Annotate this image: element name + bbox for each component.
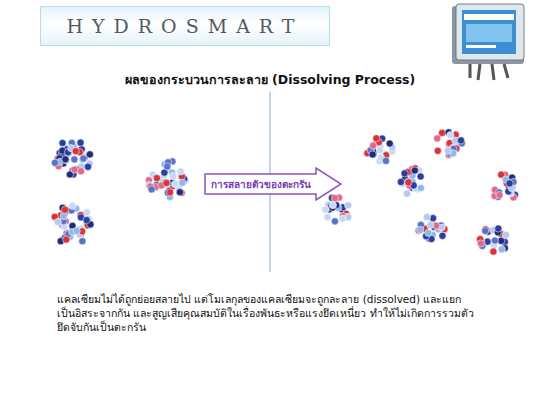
- title: ผลของกระบวนการละลาย (Dissolving Process): [0, 70, 540, 90]
- molecule-clusters: [51, 129, 518, 256]
- process-arrow: การสลายตัวของตะกรัน: [204, 167, 342, 201]
- arrow-outline: [205, 168, 341, 200]
- device-illustration: [452, 4, 524, 80]
- caption: แคลเซียมไม่ได้ถูกย่อยสลายไป แต่โมเลกุลขอ…: [57, 292, 477, 335]
- arrow-label: การสลายตัวของตะกรัน: [211, 177, 311, 192]
- logo-text: HYDROSMART: [66, 15, 303, 37]
- logo-banner: HYDROSMART: [40, 6, 330, 46]
